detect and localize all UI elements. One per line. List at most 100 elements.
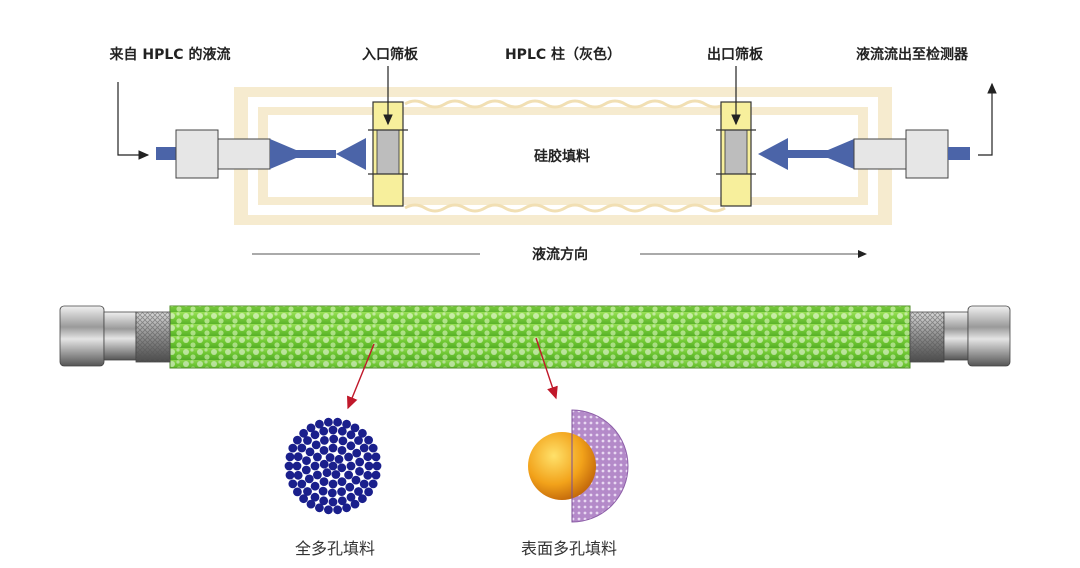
porous-bead [355,467,364,476]
porous-bead [344,452,353,462]
porous-bead [358,428,367,438]
porous-bead [306,423,316,433]
porous-bead [319,459,329,469]
porous-bead [328,461,338,471]
superficially-porous-particle [528,409,629,523]
porous-bead [305,447,315,457]
porous-bead [313,452,322,462]
pointer-fully-porous [347,343,375,410]
porous-bead [358,494,367,504]
porous-bead [299,428,308,438]
porous-bead [364,487,373,497]
porous-bead [319,496,329,506]
porous-bead [324,417,333,427]
porous-bead [371,470,381,480]
porous-bead [359,479,369,489]
label-packing: 硅胶填料 [534,148,590,165]
porous-bead [344,470,353,480]
porous-bead [299,494,308,504]
porous-bead [310,481,320,491]
porous-bead [350,499,360,509]
porous-bead [328,497,338,507]
porous-bead [325,453,335,462]
porous-bead [342,503,351,513]
porous-bead [333,505,342,515]
porous-bead [322,468,332,478]
inlet-fitting [156,129,366,179]
porous-bead [319,446,329,455]
porous-bead [292,461,302,471]
porous-bead [319,426,329,436]
porous-bead [327,488,337,498]
porous-bead [320,436,329,445]
porous-bead [288,479,298,489]
porous-bead [346,461,356,471]
porous-bead [355,457,365,467]
porous-bead [324,505,333,515]
porous-bead [315,419,324,429]
porous-bead [368,443,378,453]
right-nut [967,305,1011,367]
porous-bead [302,456,311,465]
porous-bead [363,452,373,462]
porous-bead [318,486,328,496]
column-wall-bottom [404,203,726,213]
porous-bead [293,435,302,445]
porous-bead [352,448,362,458]
porous-bead [303,436,312,445]
porous-bead [359,443,369,453]
outlet-fitting [758,129,970,179]
porous-bead [329,434,339,444]
porous-bead [333,417,342,427]
porous-bead [328,425,338,435]
outflow-arrow [978,82,997,156]
porous-bead [338,436,348,446]
porous-bead [368,479,378,489]
porous-bead [284,461,294,471]
porous-bead [297,443,307,453]
porous-bead [371,452,381,462]
porous-bead [337,463,347,473]
label-fully-porous: 全多孔填料 [295,539,375,558]
fully-porous-particle [284,417,382,515]
porous-bead [319,477,329,486]
porous-bead [293,487,302,497]
solid-core [528,432,596,500]
inflow-arrow [117,82,150,160]
porous-bead [364,461,374,471]
porous-bead [354,436,363,445]
porous-bead [350,423,360,433]
porous-bead [331,470,341,479]
porous-bead [310,430,320,440]
porous-bead [313,470,322,480]
porous-bead [364,435,373,445]
column-wall-top [404,99,726,109]
porous-bead [328,479,338,489]
porous-bead [303,487,312,496]
porous-bead [285,470,295,480]
porous-bead [372,461,382,471]
porous-bead [285,452,295,462]
porous-bead [328,443,338,453]
porous-bead [301,465,311,475]
porous-bead [345,482,355,492]
porous-bead [288,443,298,453]
label-superficially-porous: 表面多孔填料 [521,539,617,558]
porous-bead [310,492,320,502]
porous-bead [304,474,314,484]
porous-bead [337,496,347,506]
porous-bead [354,487,363,496]
label-source-flow: 来自 HPLC 的液流 [109,46,231,63]
label-to-detector: 液流流出至检测器 [856,46,969,63]
porous-bead [337,477,347,486]
porous-bead [346,441,356,451]
porous-bead [293,452,303,462]
porous-bead [297,479,307,489]
porous-bead [334,454,344,464]
left-nut [59,305,105,367]
porous-bead [293,470,303,480]
porous-bead [342,419,351,429]
porous-bead [363,470,373,480]
